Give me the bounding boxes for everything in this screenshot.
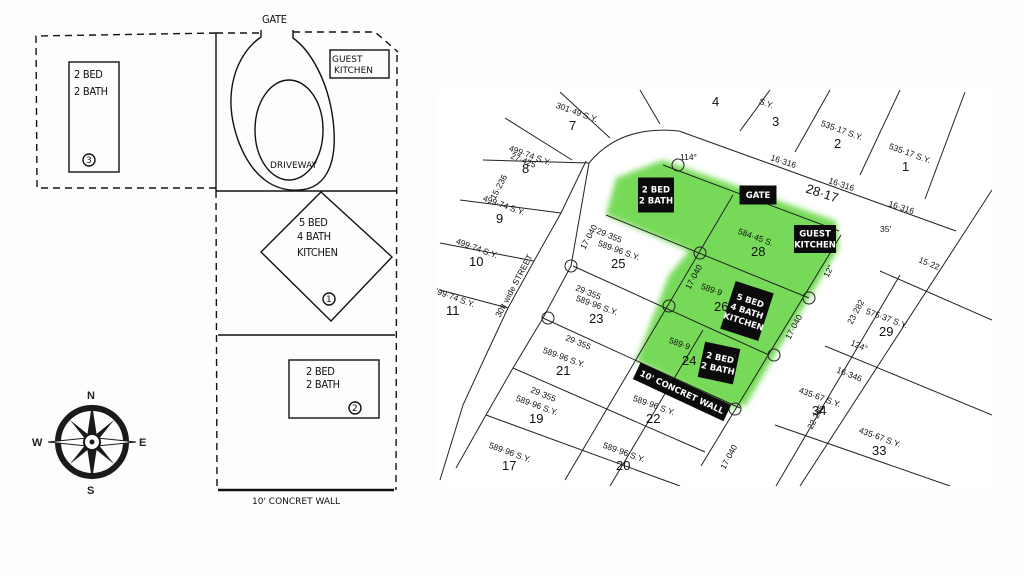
lot-number: 7 bbox=[569, 118, 576, 133]
lot-number: 3 bbox=[772, 114, 779, 129]
tag-house-main-background bbox=[720, 281, 774, 341]
guest-kitchen-box bbox=[329, 49, 390, 79]
east-lot-right-boundary bbox=[395, 54, 398, 491]
driveway-outer bbox=[230, 30, 335, 191]
lot-number: 29 bbox=[879, 324, 893, 339]
tag-gate: GATE bbox=[739, 185, 777, 205]
house-3-line-2: 2 BATH bbox=[74, 85, 108, 98]
lot-number: 11 bbox=[446, 303, 460, 318]
house-2-number: 2 bbox=[352, 404, 358, 414]
dimension-label: 35' bbox=[880, 224, 891, 234]
compass-north: N bbox=[87, 390, 95, 402]
lot-number: 17 bbox=[502, 458, 516, 473]
lot-number: 34 bbox=[812, 403, 826, 418]
house-2-line-1: 2 BED bbox=[306, 365, 335, 378]
lot-number: 4 bbox=[712, 94, 719, 109]
guest-kitchen-label-1: GUEST bbox=[332, 55, 363, 65]
lot-number: 10 bbox=[469, 254, 483, 269]
west-lot-boundary bbox=[35, 32, 217, 189]
lot-number: 23 bbox=[589, 311, 603, 326]
lot-number: 33 bbox=[872, 443, 886, 458]
compass-east: E bbox=[139, 437, 146, 449]
house-1-number: 1 bbox=[326, 295, 332, 305]
house-1-line-3: KITCHEN bbox=[297, 246, 338, 259]
lot-number: 26 bbox=[714, 299, 728, 314]
compass-rose-icon bbox=[47, 404, 137, 480]
east-lot-left-boundary bbox=[215, 190, 218, 491]
tag-gate-background bbox=[739, 185, 777, 205]
house-3-line-1: 2 BED bbox=[74, 68, 103, 81]
lot-number: 9 bbox=[496, 211, 503, 226]
gate-label: GATE bbox=[262, 13, 287, 26]
lot-number: 8 bbox=[522, 161, 529, 176]
east-lot-top-boundary bbox=[216, 31, 399, 53]
house-1-number-circle bbox=[322, 292, 336, 306]
lot-number: 2 bbox=[834, 136, 841, 151]
lot-number: 19 bbox=[529, 411, 543, 426]
concrete-wall-label: 10' CONCRET WALL bbox=[252, 497, 340, 507]
house-2-box bbox=[288, 359, 380, 419]
house-1-line-2: 4 BATH bbox=[297, 230, 331, 243]
tag-house-top-background bbox=[638, 177, 674, 213]
house-3-number-circle bbox=[82, 153, 96, 167]
tag-house-top-text: 2 BED bbox=[642, 186, 670, 196]
house-2-line-2: 2 BATH bbox=[306, 378, 340, 391]
tag-house-top-text: 2 BATH bbox=[639, 197, 673, 207]
hand-sketch-labels: GATE GUEST KITCHEN DRIVEWAY 2 BED 2 BATH… bbox=[74, 13, 373, 507]
house-3-number: 3 bbox=[86, 156, 92, 166]
lot-number: 28 bbox=[751, 244, 765, 259]
lot-number: 22 bbox=[646, 411, 660, 426]
lot-number: 1 bbox=[902, 159, 909, 174]
lot-number: 20 bbox=[616, 458, 630, 473]
hand-sketch bbox=[35, 30, 399, 492]
house-3-box bbox=[68, 61, 120, 173]
tag-guest-kitchen-text: KITCHEN bbox=[794, 241, 836, 251]
tag-guest-kitchen-background bbox=[794, 225, 836, 253]
house-1-line-1: 5 BED bbox=[299, 216, 328, 229]
tag-guest-kitchen-text: GUEST bbox=[799, 230, 831, 240]
lot-number: 24 bbox=[682, 353, 696, 368]
lot-lines bbox=[439, 90, 992, 486]
property-highlight bbox=[606, 160, 839, 408]
lot-number: 25 bbox=[611, 256, 625, 271]
driveway-label: DRIVEWAY bbox=[270, 161, 318, 171]
dimension-label: 114° bbox=[680, 152, 697, 162]
driveway-inner bbox=[254, 79, 324, 181]
tag-house-bottom-background bbox=[697, 341, 741, 385]
guest-kitchen-label-2: KITCHEN bbox=[334, 66, 373, 76]
tag-wall-background bbox=[632, 362, 732, 422]
tag-gate-text: GATE bbox=[746, 191, 771, 201]
compass-west: W bbox=[32, 437, 43, 449]
lot-area: S.Y. bbox=[758, 96, 775, 111]
house-1-diamond bbox=[260, 191, 393, 322]
lot-number: 21 bbox=[556, 363, 570, 378]
compass-south: S bbox=[87, 485, 94, 497]
house-2-number-circle bbox=[348, 401, 362, 415]
